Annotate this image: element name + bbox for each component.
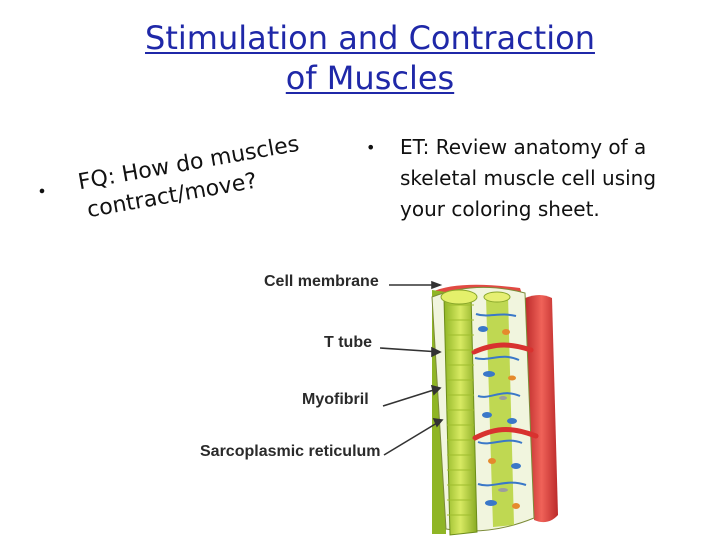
essential-task-text: ET: Review anatomy of a skeletal muscle … xyxy=(400,135,657,221)
slide-title-line1: Stimulation and Contraction xyxy=(145,19,595,57)
label-sarcoplasmic-reticulum: Sarcoplasmic reticulum xyxy=(200,443,381,460)
slide-title-line2: of Muscles xyxy=(285,59,455,97)
slide-title: Stimulation and Contraction of Muscles xyxy=(100,18,640,98)
label-t-tube: T tube xyxy=(324,334,372,351)
label-myofibril: Myofibril xyxy=(302,391,369,408)
label-cell-membrane: Cell membrane xyxy=(264,273,379,290)
muscle-cell-illustration xyxy=(380,280,558,536)
bullet-icon: • xyxy=(366,138,376,157)
